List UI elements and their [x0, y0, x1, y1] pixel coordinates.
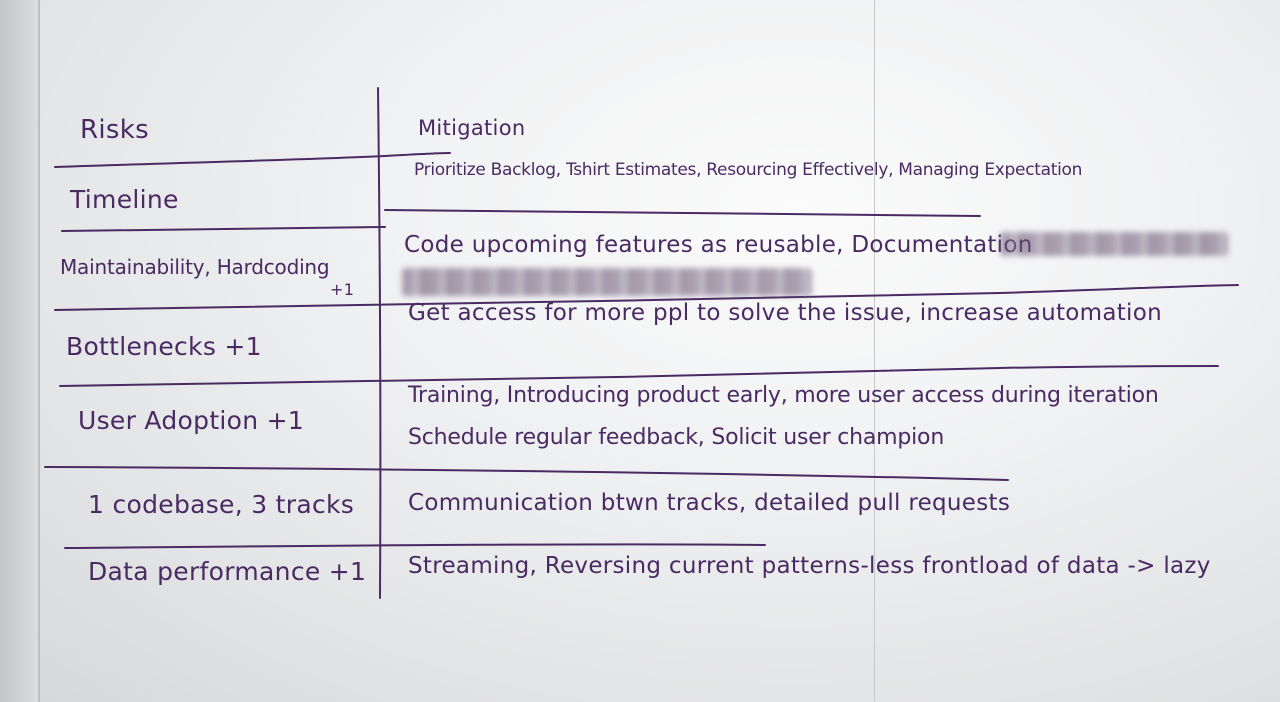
row-divider	[44, 466, 1009, 481]
board-panel-seam	[38, 0, 40, 702]
wall-edge	[0, 0, 40, 702]
column-divider	[377, 87, 382, 599]
mitigation-cell: Get access for more ppl to solve the iss…	[408, 300, 1162, 326]
row-divider	[54, 284, 1239, 311]
risk-cell: Timeline	[70, 185, 179, 214]
redacted-text	[1000, 232, 1228, 256]
board-panel-seam	[874, 0, 875, 702]
risk-vote: +1	[330, 280, 355, 299]
row-divider	[59, 365, 1219, 387]
header-risks: Risks	[80, 115, 149, 145]
row-divider	[64, 543, 766, 549]
row-divider	[61, 226, 386, 232]
mitigation-cell: Code upcoming features as reusable, Docu…	[404, 232, 1033, 258]
mitigation-cell: Communication btwn tracks, detailed pull…	[408, 490, 1011, 516]
mitigation-cell: Prioritize Backlog, Tshirt Estimates, Re…	[414, 160, 1083, 180]
risk-cell: Bottlenecks +1	[66, 332, 262, 361]
risk-cell: Maintainability, Hardcoding	[60, 255, 330, 279]
redacted-text	[402, 268, 812, 296]
risk-cell: Data performance +1	[88, 557, 367, 586]
row-divider	[384, 209, 981, 217]
mitigation-cell: Streaming, Reversing current patterns-le…	[408, 553, 1211, 579]
risk-cell: User Adoption +1	[78, 406, 305, 435]
row-divider	[54, 152, 451, 168]
risk-cell: 1 codebase, 3 tracks	[88, 490, 355, 519]
mitigation-cell: Schedule regular feedback, Solicit user …	[408, 425, 945, 450]
header-mitigation: Mitigation	[418, 116, 526, 140]
mitigation-cell: Training, Introducing product early, mor…	[408, 383, 1159, 408]
